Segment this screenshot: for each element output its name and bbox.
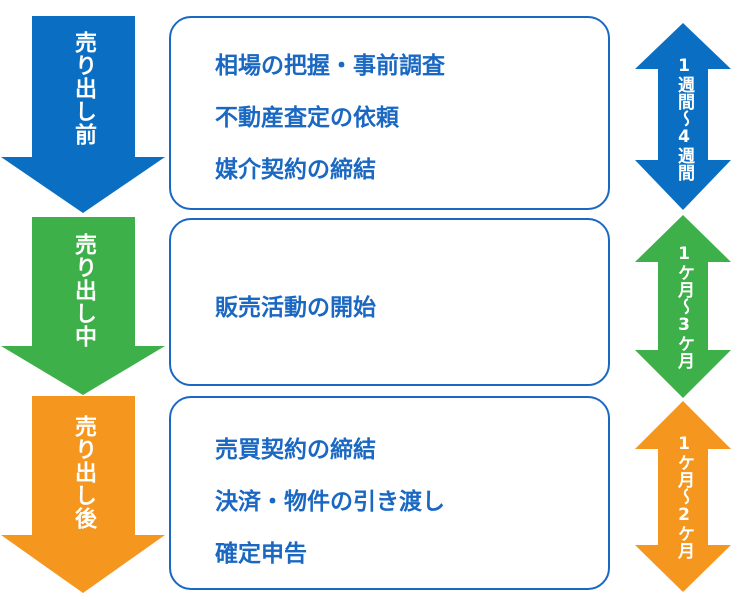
- duration-arrow-during: [635, 215, 731, 398]
- duration-label-before: 1週間〜4週間: [674, 55, 694, 181]
- duration-arrow-after: [635, 401, 731, 592]
- step-item: 売買契約の締結: [215, 437, 376, 463]
- steps-box-after: 売買契約の締結 決済・物件の引き渡し 確定申告: [169, 396, 610, 590]
- step-item: 媒介契約の締結: [215, 157, 376, 183]
- phase-arrow-before: [1, 16, 165, 213]
- step-item: 販売活動の開始: [215, 295, 376, 321]
- step-item: 決済・物件の引き渡し: [215, 489, 445, 515]
- steps-box-during: 販売活動の開始: [169, 218, 610, 386]
- step-item: 不動産査定の依頼: [215, 105, 399, 131]
- phase-label-before: 売り出し前: [71, 30, 96, 146]
- duration-arrow-before: [635, 23, 731, 210]
- step-item: 相場の把握・事前調査: [215, 53, 445, 79]
- phase-label-during: 売り出し中: [71, 232, 96, 348]
- phase-arrow-after: [1, 396, 165, 593]
- phase-label-after: 売り出し後: [71, 414, 96, 530]
- duration-label-during: 1ケ月〜3ケ月: [674, 243, 694, 369]
- step-item: 確定申告: [215, 541, 307, 567]
- phase-arrow-during: [1, 217, 165, 395]
- duration-label-after: 1ケ月〜2ケ月: [674, 433, 694, 559]
- steps-box-before: 相場の把握・事前調査 不動産査定の依頼 媒介契約の締結: [169, 16, 610, 210]
